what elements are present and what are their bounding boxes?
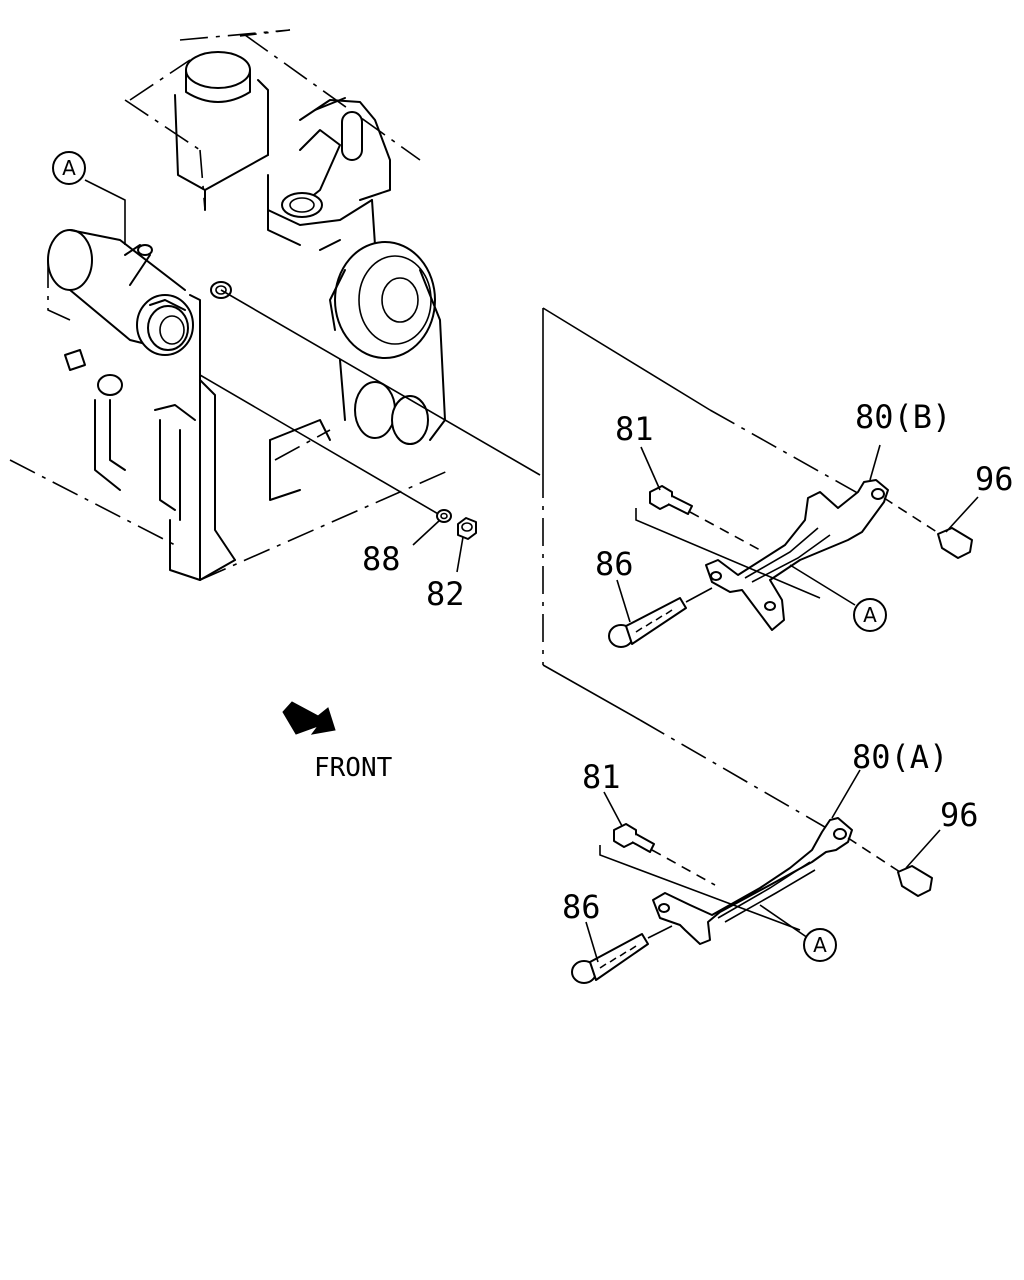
label-80a: 80(A) — [852, 738, 948, 776]
label-86-upper: 86 — [595, 545, 634, 583]
label-80b: 80(B) — [855, 398, 951, 436]
front-arrow-icon — [282, 701, 336, 735]
callout-a-lower-label: A — [813, 933, 827, 957]
detail-frame — [542, 307, 871, 831]
callout-a-lower: A — [803, 928, 837, 962]
nut-82-icon — [457, 517, 477, 540]
engine-block — [9, 29, 451, 581]
label-81-lower: 81 — [582, 758, 621, 796]
label-96-lower: 96 — [940, 796, 979, 834]
callout-a-upper: A — [853, 598, 887, 632]
bolt-81-upper-icon — [649, 485, 693, 515]
label-81-upper: 81 — [615, 410, 654, 448]
label-88: 88 — [362, 540, 401, 578]
callout-a-upper-label: A — [863, 603, 877, 627]
bolt-96-lower-icon — [897, 865, 933, 897]
label-96-upper: 96 — [975, 460, 1014, 498]
label-86-lower: 86 — [562, 888, 601, 926]
label-82: 82 — [426, 575, 465, 613]
washer-88-icon — [436, 509, 452, 523]
engine-leaders — [84, 179, 541, 516]
bolt-81-lower-icon — [613, 823, 655, 853]
bracket-80b — [705, 479, 889, 631]
callout-a-engine-label: A — [62, 156, 76, 180]
bolt-96-upper-icon — [937, 527, 973, 559]
bolt-86-lower-icon — [571, 933, 649, 984]
bolt-86-upper-icon — [608, 597, 687, 648]
front-label: FRONT — [314, 753, 393, 783]
bracket-80a — [652, 817, 853, 945]
callout-a-engine: A — [52, 151, 86, 185]
